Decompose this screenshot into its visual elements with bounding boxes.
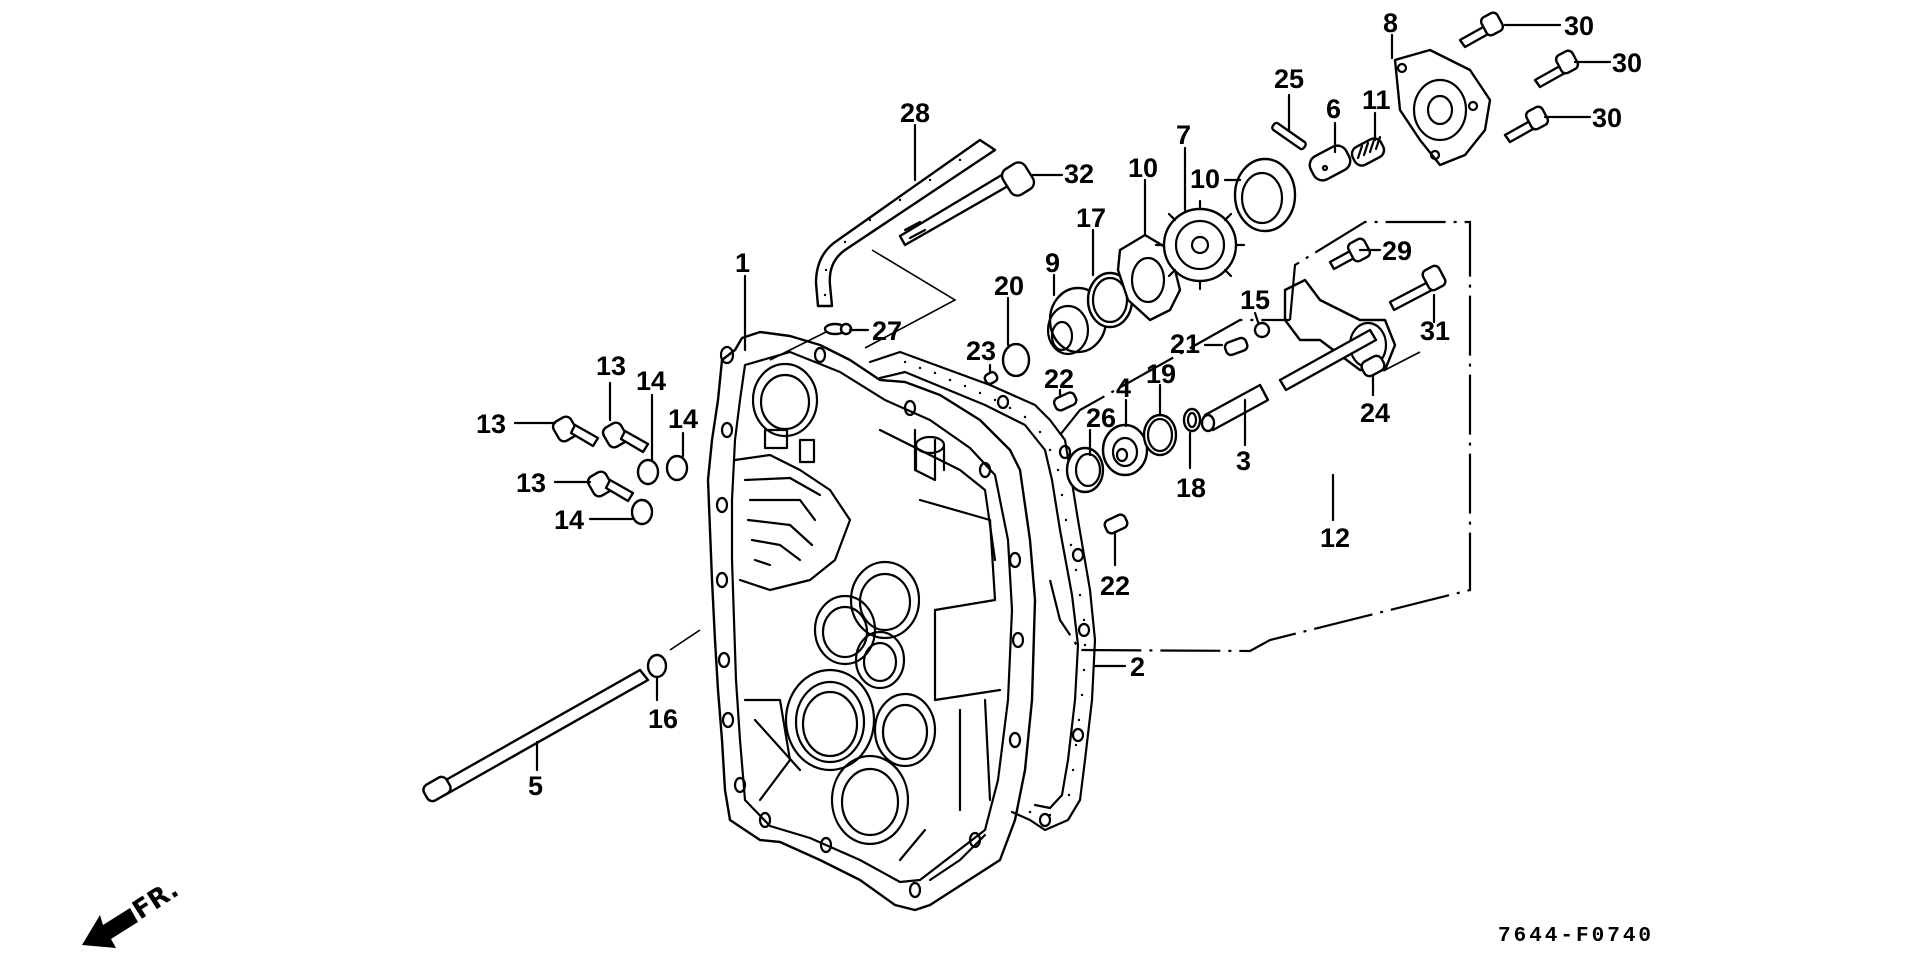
- callout-1: 1: [735, 248, 750, 278]
- callout-29: 29: [1382, 236, 1412, 266]
- pipe-bolt[interactable]: [898, 159, 1037, 247]
- callout-18: 18: [1176, 473, 1206, 503]
- callout-7: 7: [1176, 120, 1191, 150]
- spring-11[interactable]: [1349, 135, 1387, 169]
- bolt-30b[interactable]: [1533, 49, 1580, 89]
- cover-8[interactable]: [1393, 48, 1492, 167]
- leader-28-group: [769, 249, 957, 361]
- callout-13b: 13: [596, 351, 626, 381]
- seal-4[interactable]: [1101, 423, 1149, 477]
- transmission-case-cover[interactable]: [706, 330, 1037, 912]
- o-ring-19[interactable]: [1142, 413, 1178, 457]
- accumulator-bracket-12[interactable]: [1278, 278, 1397, 392]
- shaft-3[interactable]: [1200, 383, 1270, 433]
- callout-2: 2: [1130, 652, 1145, 682]
- o-ring-18[interactable]: [1182, 407, 1202, 433]
- callout-30c: 30: [1592, 103, 1622, 133]
- snap-ring-26[interactable]: [1065, 446, 1105, 494]
- pin-21[interactable]: [1223, 336, 1249, 357]
- callout-31: 31: [1420, 316, 1450, 346]
- callout-13c: 13: [516, 468, 546, 498]
- piston-6[interactable]: [1306, 142, 1354, 184]
- callout-23: 23: [966, 336, 996, 366]
- pin-25[interactable]: [1271, 121, 1307, 151]
- callout-14b: 14: [668, 404, 698, 434]
- bolt-13c[interactable]: [586, 469, 635, 503]
- callout-labels: 1 2 3 4 5 6 7 8 9 10 10 11 12 13 13 13 1…: [476, 8, 1642, 801]
- callout-4: 4: [1116, 373, 1131, 403]
- sprocket-7[interactable]: [1154, 199, 1246, 291]
- bolt-29[interactable]: [1328, 237, 1372, 271]
- o-ring-27[interactable]: [823, 322, 853, 336]
- callout-32: 32: [1064, 159, 1094, 189]
- shift-rod[interactable]: [421, 668, 650, 803]
- assembly-12-boundary: [1048, 220, 1472, 653]
- callout-14c: 14: [554, 505, 584, 535]
- front-label: FR.: [127, 874, 184, 925]
- leader-12-inner: [1384, 351, 1421, 371]
- pin-23[interactable]: [983, 370, 999, 386]
- callout-22a: 22: [1044, 364, 1074, 394]
- callout-21: 21: [1170, 329, 1200, 359]
- plate-10a[interactable]: [1116, 233, 1182, 322]
- callout-28: 28: [900, 98, 930, 128]
- seal-20[interactable]: [1001, 342, 1031, 378]
- callout-24: 24: [1360, 398, 1390, 428]
- leader-16-case: [669, 629, 701, 651]
- callout-10a: 10: [1128, 153, 1158, 183]
- callout-27: 27: [872, 316, 902, 346]
- flange-bolt-holes: [715, 345, 1025, 899]
- washer-16[interactable]: [646, 653, 668, 679]
- callout-25: 25: [1274, 64, 1304, 94]
- callout-15: 15: [1240, 285, 1270, 315]
- washer-14a[interactable]: [636, 458, 660, 486]
- dowel-22a[interactable]: [1052, 391, 1078, 412]
- callout-26: 26: [1086, 403, 1116, 433]
- callout-5: 5: [528, 771, 543, 801]
- bolt-31[interactable]: [1388, 264, 1447, 312]
- bolt-30a[interactable]: [1458, 11, 1505, 49]
- collar-24[interactable]: [1360, 354, 1387, 378]
- drawing-code: 7644-F0740: [1498, 925, 1654, 948]
- callout-16: 16: [648, 704, 678, 734]
- callout-22b: 22: [1100, 571, 1130, 601]
- callout-30a: 30: [1564, 11, 1594, 41]
- callout-9: 9: [1045, 248, 1060, 278]
- front-arrow-icon: [82, 908, 138, 948]
- callout-3: 3: [1236, 446, 1251, 476]
- front-direction-indicator: FR.: [82, 874, 184, 948]
- washer-14c[interactable]: [630, 498, 654, 526]
- bolt-30c[interactable]: [1503, 105, 1550, 144]
- case-gasket[interactable]: [868, 350, 1097, 832]
- callout-8: 8: [1383, 8, 1398, 38]
- bolt-13b[interactable]: [601, 420, 650, 454]
- gasket-stipple: [903, 360, 1087, 817]
- plate-10b[interactable]: [1233, 157, 1297, 233]
- callout-12: 12: [1320, 523, 1350, 553]
- oil-pipe[interactable]: [814, 138, 997, 308]
- leader-lines: [513, 23, 1612, 772]
- nut-15[interactable]: [1253, 321, 1271, 339]
- callout-13a: 13: [476, 409, 506, 439]
- callout-30b: 30: [1612, 48, 1642, 78]
- callout-20: 20: [994, 271, 1024, 301]
- dowel-22b[interactable]: [1103, 513, 1129, 535]
- callout-11: 11: [1362, 85, 1391, 115]
- callout-19: 19: [1146, 359, 1176, 389]
- callout-10b: 10: [1190, 164, 1220, 194]
- washer-14b[interactable]: [665, 454, 689, 482]
- callout-6: 6: [1326, 94, 1341, 124]
- callout-14a: 14: [636, 366, 666, 396]
- bolt-13a[interactable]: [551, 414, 600, 448]
- callout-17: 17: [1076, 203, 1106, 233]
